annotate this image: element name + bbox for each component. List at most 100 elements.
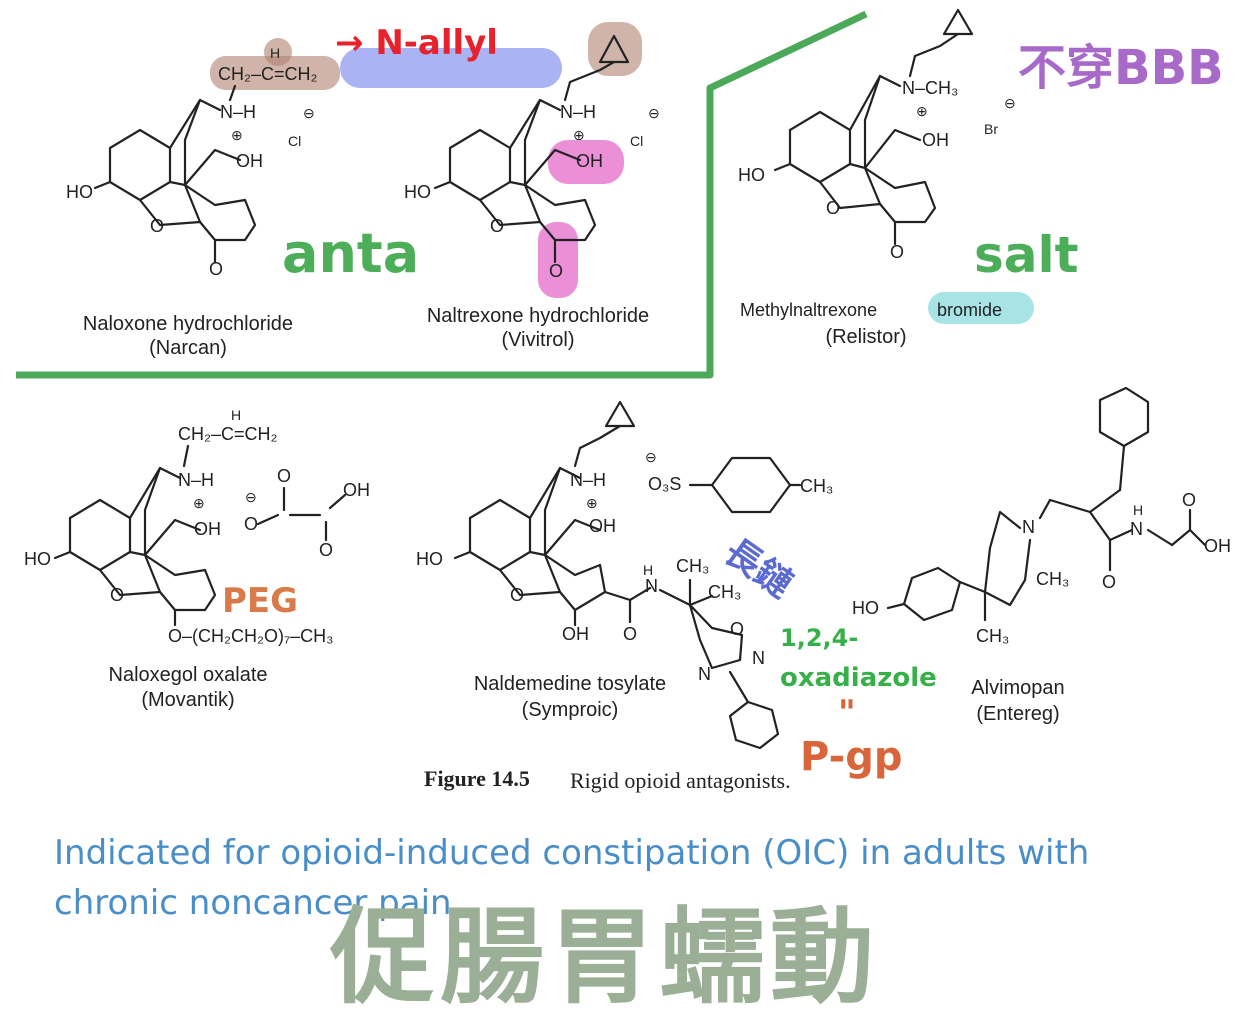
svg-text:O: O — [510, 585, 524, 605]
svg-text:HO: HO — [852, 598, 879, 618]
svg-text:O: O — [319, 540, 333, 560]
svg-text:CH₃: CH₃ — [708, 582, 741, 602]
green-border — [16, 10, 868, 379]
svg-text:HO: HO — [404, 182, 431, 202]
svg-text:⊖: ⊖ — [245, 489, 257, 505]
svg-text:HO: HO — [738, 165, 765, 185]
naltrexone-name: Naltrexone hydrochloride — [427, 305, 649, 327]
svg-text:CH₃: CH₃ — [976, 626, 1009, 646]
oxadiazole-annotation-2: oxadiazole — [780, 663, 937, 693]
cyclopropyl-highlight — [588, 22, 642, 76]
svg-text:⊖: ⊖ — [303, 105, 315, 121]
svg-text:OH: OH — [1204, 536, 1231, 556]
svg-text:OH: OH — [236, 151, 263, 171]
allyl-highlight — [210, 56, 340, 90]
svg-text:N: N — [1022, 517, 1035, 537]
svg-text:O: O — [209, 259, 223, 279]
naltrexone-brand: (Vivitrol) — [502, 329, 575, 351]
svg-text:HO: HO — [66, 182, 93, 202]
svg-text:N: N — [1130, 519, 1143, 539]
naldemedine-brand: (Symproic) — [522, 699, 619, 721]
svg-text:O: O — [277, 466, 291, 486]
salt-annotation: salt — [974, 226, 1079, 284]
svg-text:N–H: N–H — [570, 470, 606, 490]
methylnaltrexone-nch3: N–CH₃ — [902, 78, 958, 98]
peg-chain-label: O–(CH₂CH₂O)₇–CH₃ — [168, 626, 334, 646]
svg-text:N: N — [645, 576, 658, 596]
indication-note: Indicated for opioid-induced constipatio… — [54, 833, 1090, 923]
alvimopan-brand: (Entereg) — [976, 703, 1059, 725]
tosylate-so3: O₃S — [648, 474, 681, 494]
svg-text:CH₃: CH₃ — [800, 476, 833, 496]
svg-text:HO: HO — [24, 549, 51, 569]
ketone-highlight — [538, 222, 578, 298]
naloxone-structure: CH₂–C=CH₂ H N–H ⊕ ⊖ Cl HO O O OH — [66, 38, 340, 279]
alvimopan-name: Alvimopan — [971, 677, 1064, 699]
bromide-ion-label: Br — [984, 121, 998, 137]
anta-annotation: anta — [282, 222, 419, 285]
svg-text:N–H: N–H — [178, 470, 214, 490]
gi-motility-annotation: 促腸胃蠕動 — [330, 896, 881, 1018]
svg-text:⊕: ⊕ — [193, 495, 205, 511]
svg-text:O: O — [549, 261, 563, 281]
chloride-label: Cl — [288, 133, 301, 149]
pgp-annotation: P-gp — [800, 734, 902, 780]
svg-text:O: O — [826, 198, 840, 218]
svg-text:OH: OH — [194, 519, 221, 539]
oh-highlight — [548, 140, 624, 184]
peg-annotation: PEG — [222, 581, 298, 621]
naloxone-brand: (Narcan) — [149, 337, 227, 359]
svg-text:HO: HO — [416, 549, 443, 569]
methylnaltrexone-salt: bromide — [937, 300, 1002, 320]
svg-text:H: H — [643, 562, 653, 578]
naloxone-name: Naloxone hydrochloride — [83, 313, 293, 335]
methylnaltrexone-brand: (Relistor) — [825, 326, 906, 348]
svg-text:⊕: ⊕ — [586, 495, 598, 511]
not-cross-bbb-annotation: 不穿BBB — [1018, 40, 1224, 96]
alvimopan-structure: N O H N O OH CH₃ CH₃ HO — [852, 386, 1231, 646]
svg-text:O: O — [890, 242, 904, 262]
figure-number: Figure 14.5 — [424, 766, 530, 791]
svg-text:CH₃: CH₃ — [676, 556, 709, 576]
svg-text:O: O — [730, 619, 744, 639]
svg-text:N: N — [698, 664, 711, 684]
allyl-group-label: CH₂–C=CH₂ — [218, 64, 318, 84]
svg-text:O: O — [150, 216, 164, 236]
naloxegol-name: Naloxegol oxalate — [109, 664, 268, 686]
bromide-highlight — [928, 292, 1034, 324]
svg-text:OH: OH — [589, 516, 616, 536]
allyl-h-label: H — [270, 45, 280, 61]
n-allyl-annotation: → N-allyl — [335, 23, 498, 63]
svg-text:N: N — [752, 648, 765, 668]
naldemedine-structure: N–H ⊕ HO O OH OH O H N CH₃ CH₃ O N N ⊖ O… — [416, 400, 833, 750]
methylnaltrexone-structure: N–CH₃ ⊕ ⊖ Br HO O O OH — [738, 8, 1016, 262]
svg-text:H: H — [1133, 502, 1143, 518]
svg-text:H: H — [231, 407, 241, 423]
svg-text:OH: OH — [922, 130, 949, 150]
naldemedine-name: Naldemedine tosylate — [474, 673, 666, 695]
methylnaltrexone-name: Methylnaltrexone — [740, 300, 877, 320]
chloride-label-2: Cl — [630, 133, 643, 149]
oxadiazole-annotation-1: 1,2,4- — [780, 624, 858, 652]
svg-text:⊖: ⊖ — [648, 105, 660, 121]
naloxone-nh: N–H — [220, 102, 256, 122]
svg-text:⊕: ⊕ — [231, 127, 243, 143]
svg-text:O: O — [623, 624, 637, 644]
naltrexone-structure: N–H ⊕ ⊖ Cl HO O O OH — [404, 22, 660, 298]
naloxegol-structure: CH₂–C=CH₂ H N–H ⊕ HO O OH O–(CH₂CH₂O)₇–C… — [24, 407, 370, 646]
figure-caption: Rigid opioid antagonists. — [570, 768, 791, 793]
svg-text:⊕: ⊕ — [573, 127, 585, 143]
svg-text:⊖: ⊖ — [645, 449, 657, 465]
svg-text:OH: OH — [562, 624, 589, 644]
svg-text:O: O — [1182, 490, 1196, 510]
svg-text:O: O — [490, 216, 504, 236]
n-allyl-highlight — [340, 48, 562, 88]
svg-text:O: O — [244, 514, 258, 534]
naltrexone-nh: N–H — [560, 102, 596, 122]
svg-text:OH: OH — [343, 480, 370, 500]
diagram-canvas: CH₂–C=CH₂ H N–H ⊕ ⊖ Cl HO O O OH Naloxon… — [16, 8, 1231, 793]
svg-text:⊖: ⊖ — [1004, 95, 1016, 111]
svg-text:⊕: ⊕ — [916, 103, 928, 119]
svg-text:OH: OH — [576, 151, 603, 171]
svg-text:CH₂–C=CH₂: CH₂–C=CH₂ — [178, 424, 278, 444]
